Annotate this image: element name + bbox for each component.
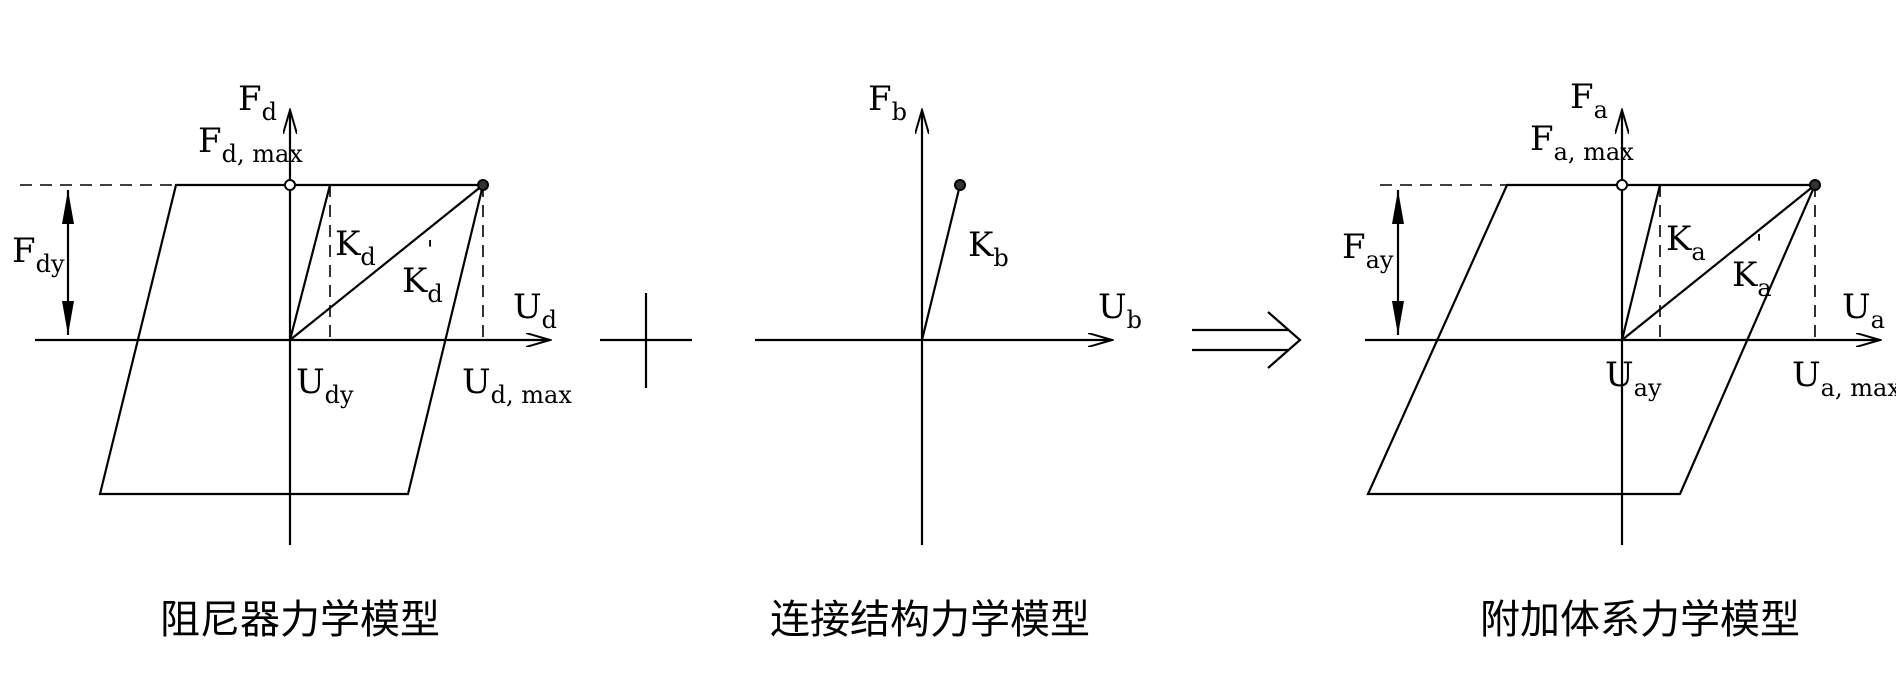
additional-hysteresis-loop [1366,183,1817,496]
additional-fy-arrow-up [1392,190,1404,224]
additional-k-prime-label: Ka' [1732,230,1772,302]
connection-f-axis-label: Fb [868,79,907,126]
damper-model-panel: Fd Fd, max Fdy Kd Kd' Ud Udy Ud, max 阻尼器… [12,79,572,643]
damper-f-axis-label: Fd [238,79,277,126]
additional-fmax-label: Fa, max [1530,119,1634,166]
connection-u-axis-label: Ub [1098,287,1142,334]
additional-secant-stiffness-line [1621,184,1816,341]
damper-u-axis-label: Ud [513,287,557,334]
damper-k-label: Kd [335,224,376,271]
damper-hysteresis-loop [98,183,485,496]
plus-sign [600,293,692,388]
implies-arrow-head [1267,311,1302,369]
damper-k-prime-label: Kd' [402,236,443,308]
damper-initial-stiffness-line [288,184,332,341]
implies-arrow [1192,311,1302,369]
damper-fy-arrow-down [62,301,74,335]
connection-caption: 连接结构力学模型 [770,597,1090,643]
connection-max-filled-point [954,179,966,191]
additional-model-panel: Fa Fa, max Fay Ka Ka' Ua Uay Ua, max 附加体… [1342,77,1896,643]
damper-uy-label: Udy [296,362,354,409]
additional-caption: 附加体系力学模型 [1480,597,1800,643]
additional-fy-label: Fay [1342,227,1394,274]
additional-max-filled-point [1809,179,1821,191]
additional-umax-label: Ua, max [1792,355,1896,402]
additional-fmax-open-point [1616,179,1628,191]
additional-initial-stiffness-line [1620,184,1662,341]
damper-max-filled-point [477,179,489,191]
damper-fmax-label: Fd, max [198,121,303,168]
connection-k-label: Kb [968,225,1009,272]
damper-caption: 阻尼器力学模型 [160,597,440,643]
connection-model-panel: Fb Kb Ub 连接结构力学模型 [755,79,1142,643]
additional-uy-label: Uay [1605,355,1662,402]
damper-secant-stiffness-line [289,184,484,341]
damper-fy-label: Fdy [12,231,65,278]
damper-umax-label: Ud, max [462,362,572,409]
damper-fmax-open-point [284,179,296,191]
connection-stiffness-line [920,184,962,341]
additional-k-label: Ka [1666,219,1706,266]
additional-f-axis-label: Fa [1570,77,1608,124]
damper-fy-arrow-up [62,190,74,224]
additional-fy-arrow-down [1392,301,1404,335]
additional-u-axis-label: Ua [1842,287,1885,334]
